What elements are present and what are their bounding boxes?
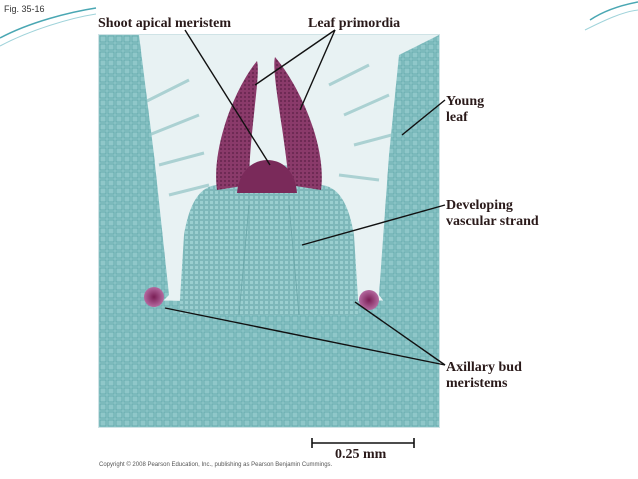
scale-bar xyxy=(311,438,415,448)
copyright-notice: Copyright © 2008 Pearson Education, Inc.… xyxy=(99,462,333,468)
label-young-leaf: Young leaf xyxy=(446,94,485,125)
label-axillary-bud-meristems: Axillary bud meristems xyxy=(446,360,522,391)
label-developing-vascular-strand: Developing vascular strand xyxy=(446,198,539,229)
scale-bar-label: 0.25 mm xyxy=(335,447,387,462)
label-shoot-apical-meristem: Shoot apical meristem xyxy=(98,16,231,31)
micrograph-image xyxy=(98,34,440,428)
label-leaf-primordia: Leaf primordia xyxy=(308,16,401,31)
figure-number: Fig. 35-16 xyxy=(4,4,45,14)
